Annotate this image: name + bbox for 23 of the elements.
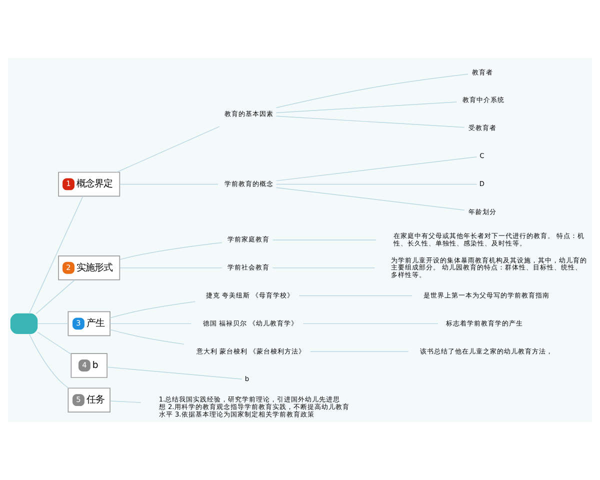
connector — [119, 184, 219, 185]
connector — [28, 196, 84, 314]
connector — [110, 329, 184, 345]
connector — [110, 400, 142, 403]
connector — [298, 295, 412, 296]
connector — [36, 280, 76, 314]
connector — [106, 366, 242, 380]
connector — [28, 333, 69, 388]
connector — [302, 323, 438, 324]
connector — [276, 102, 458, 114]
connector — [276, 156, 478, 182]
connector — [276, 184, 478, 185]
connector — [37, 332, 72, 354]
connector — [276, 187, 465, 210]
connector — [116, 126, 220, 173]
connector — [110, 301, 196, 318]
connector — [110, 323, 192, 324]
connector — [276, 74, 468, 108]
node-box — [10, 313, 38, 334]
connector — [276, 116, 465, 128]
connector — [37, 323, 68, 324]
connector — [120, 242, 222, 260]
connector — [310, 351, 409, 352]
